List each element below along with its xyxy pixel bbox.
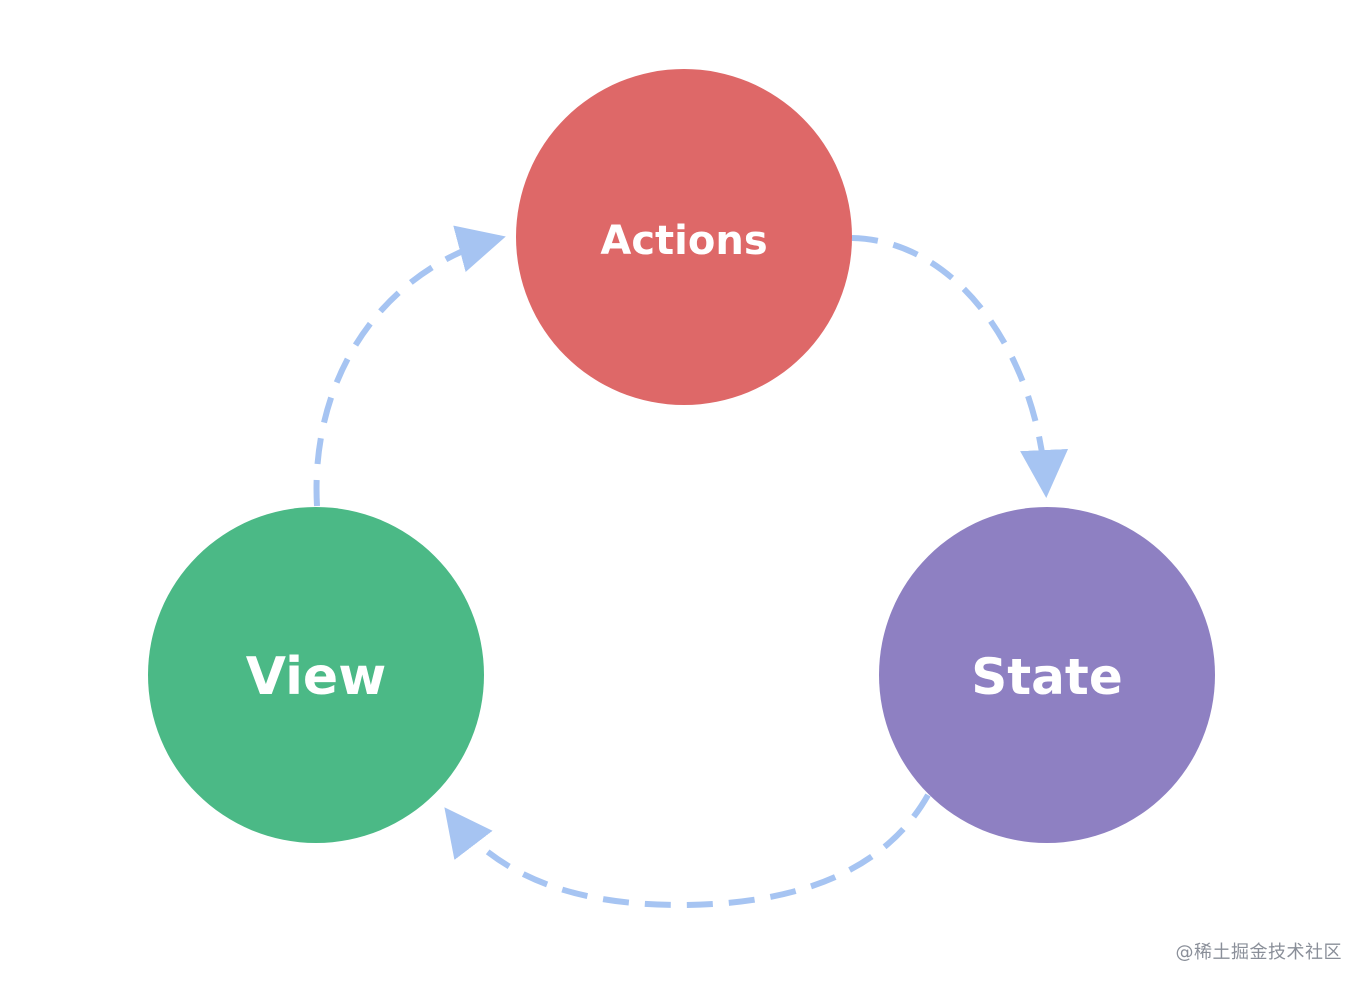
node-actions: Actions <box>516 69 852 405</box>
arrow-state-to-view <box>444 793 931 909</box>
node-state: State <box>879 507 1215 843</box>
arrow-actions-to-state <box>851 235 1069 498</box>
view-label: View <box>246 647 386 707</box>
view-circle <box>148 507 484 843</box>
state-label: State <box>971 648 1122 706</box>
state-circle <box>879 507 1215 843</box>
node-view: View <box>148 507 484 843</box>
actions-label: Actions <box>600 218 767 264</box>
watermark-text: @稀土掘金技术社区 <box>1175 942 1342 963</box>
actions-circle <box>516 69 852 405</box>
arrow-view-to-actions <box>313 225 506 507</box>
